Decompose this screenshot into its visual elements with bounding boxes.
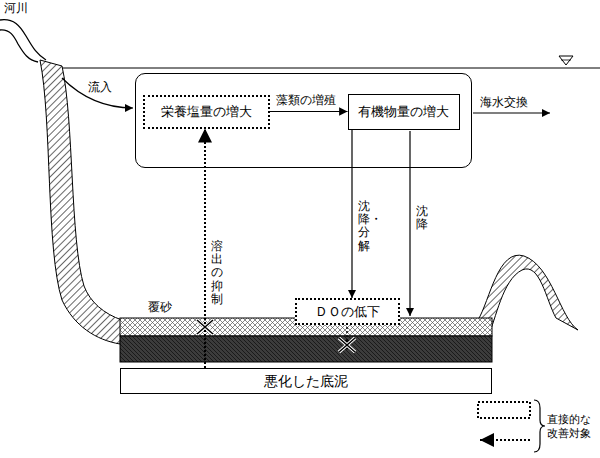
box-text: 有機物量の増大	[358, 104, 449, 120]
block-mark	[339, 338, 355, 352]
block-mark	[339, 338, 355, 352]
flow-arrow	[351, 130, 352, 299]
box-text: 栄養塩量の増大	[161, 104, 252, 120]
water-level-symbol	[561, 60, 571, 61]
sediment-box: 悪化した底泥	[120, 368, 492, 394]
mud-layer	[120, 336, 492, 362]
inflow-arrow	[62, 78, 133, 108]
edge-label: 沈降・分解	[358, 200, 370, 253]
flow-arrow	[270, 111, 348, 112]
flow-label: 海水交換	[480, 95, 528, 109]
box-text: 悪化した底泥	[264, 373, 348, 390]
legend-text: 直接的な 改善対象	[547, 413, 597, 441]
process-box: 有機物量の増大	[348, 94, 460, 130]
river-line	[0, 30, 38, 62]
target-box: 栄養塩量の増大	[143, 95, 270, 129]
water-level-symbol	[559, 56, 573, 65]
river-line	[0, 20, 46, 60]
target-box: ＤＯの低下	[295, 298, 400, 325]
flow-arrow	[204, 129, 206, 369]
settling-arrow	[409, 131, 410, 316]
box-text: ＤＯの低下	[315, 304, 380, 320]
water-surface	[62, 68, 600, 69]
enclosing-box: 栄養塩量の増大 有機物量の増大	[135, 73, 472, 168]
edge-label: 溶出の抑制	[211, 240, 223, 306]
edge-label: 藻類の増殖	[276, 93, 336, 107]
legend-brace	[534, 400, 545, 452]
exchange-arrow	[473, 112, 550, 113]
river-label: 河川	[4, 1, 28, 15]
flow-label: 流入	[88, 80, 112, 94]
legend-box-sample	[478, 402, 530, 418]
left-bank	[40, 60, 122, 344]
layer-label: 覆砂	[148, 300, 172, 314]
flow-label: 沈降	[416, 205, 428, 231]
legend-arrow-sample	[480, 439, 530, 441]
right-bank	[478, 255, 578, 336]
